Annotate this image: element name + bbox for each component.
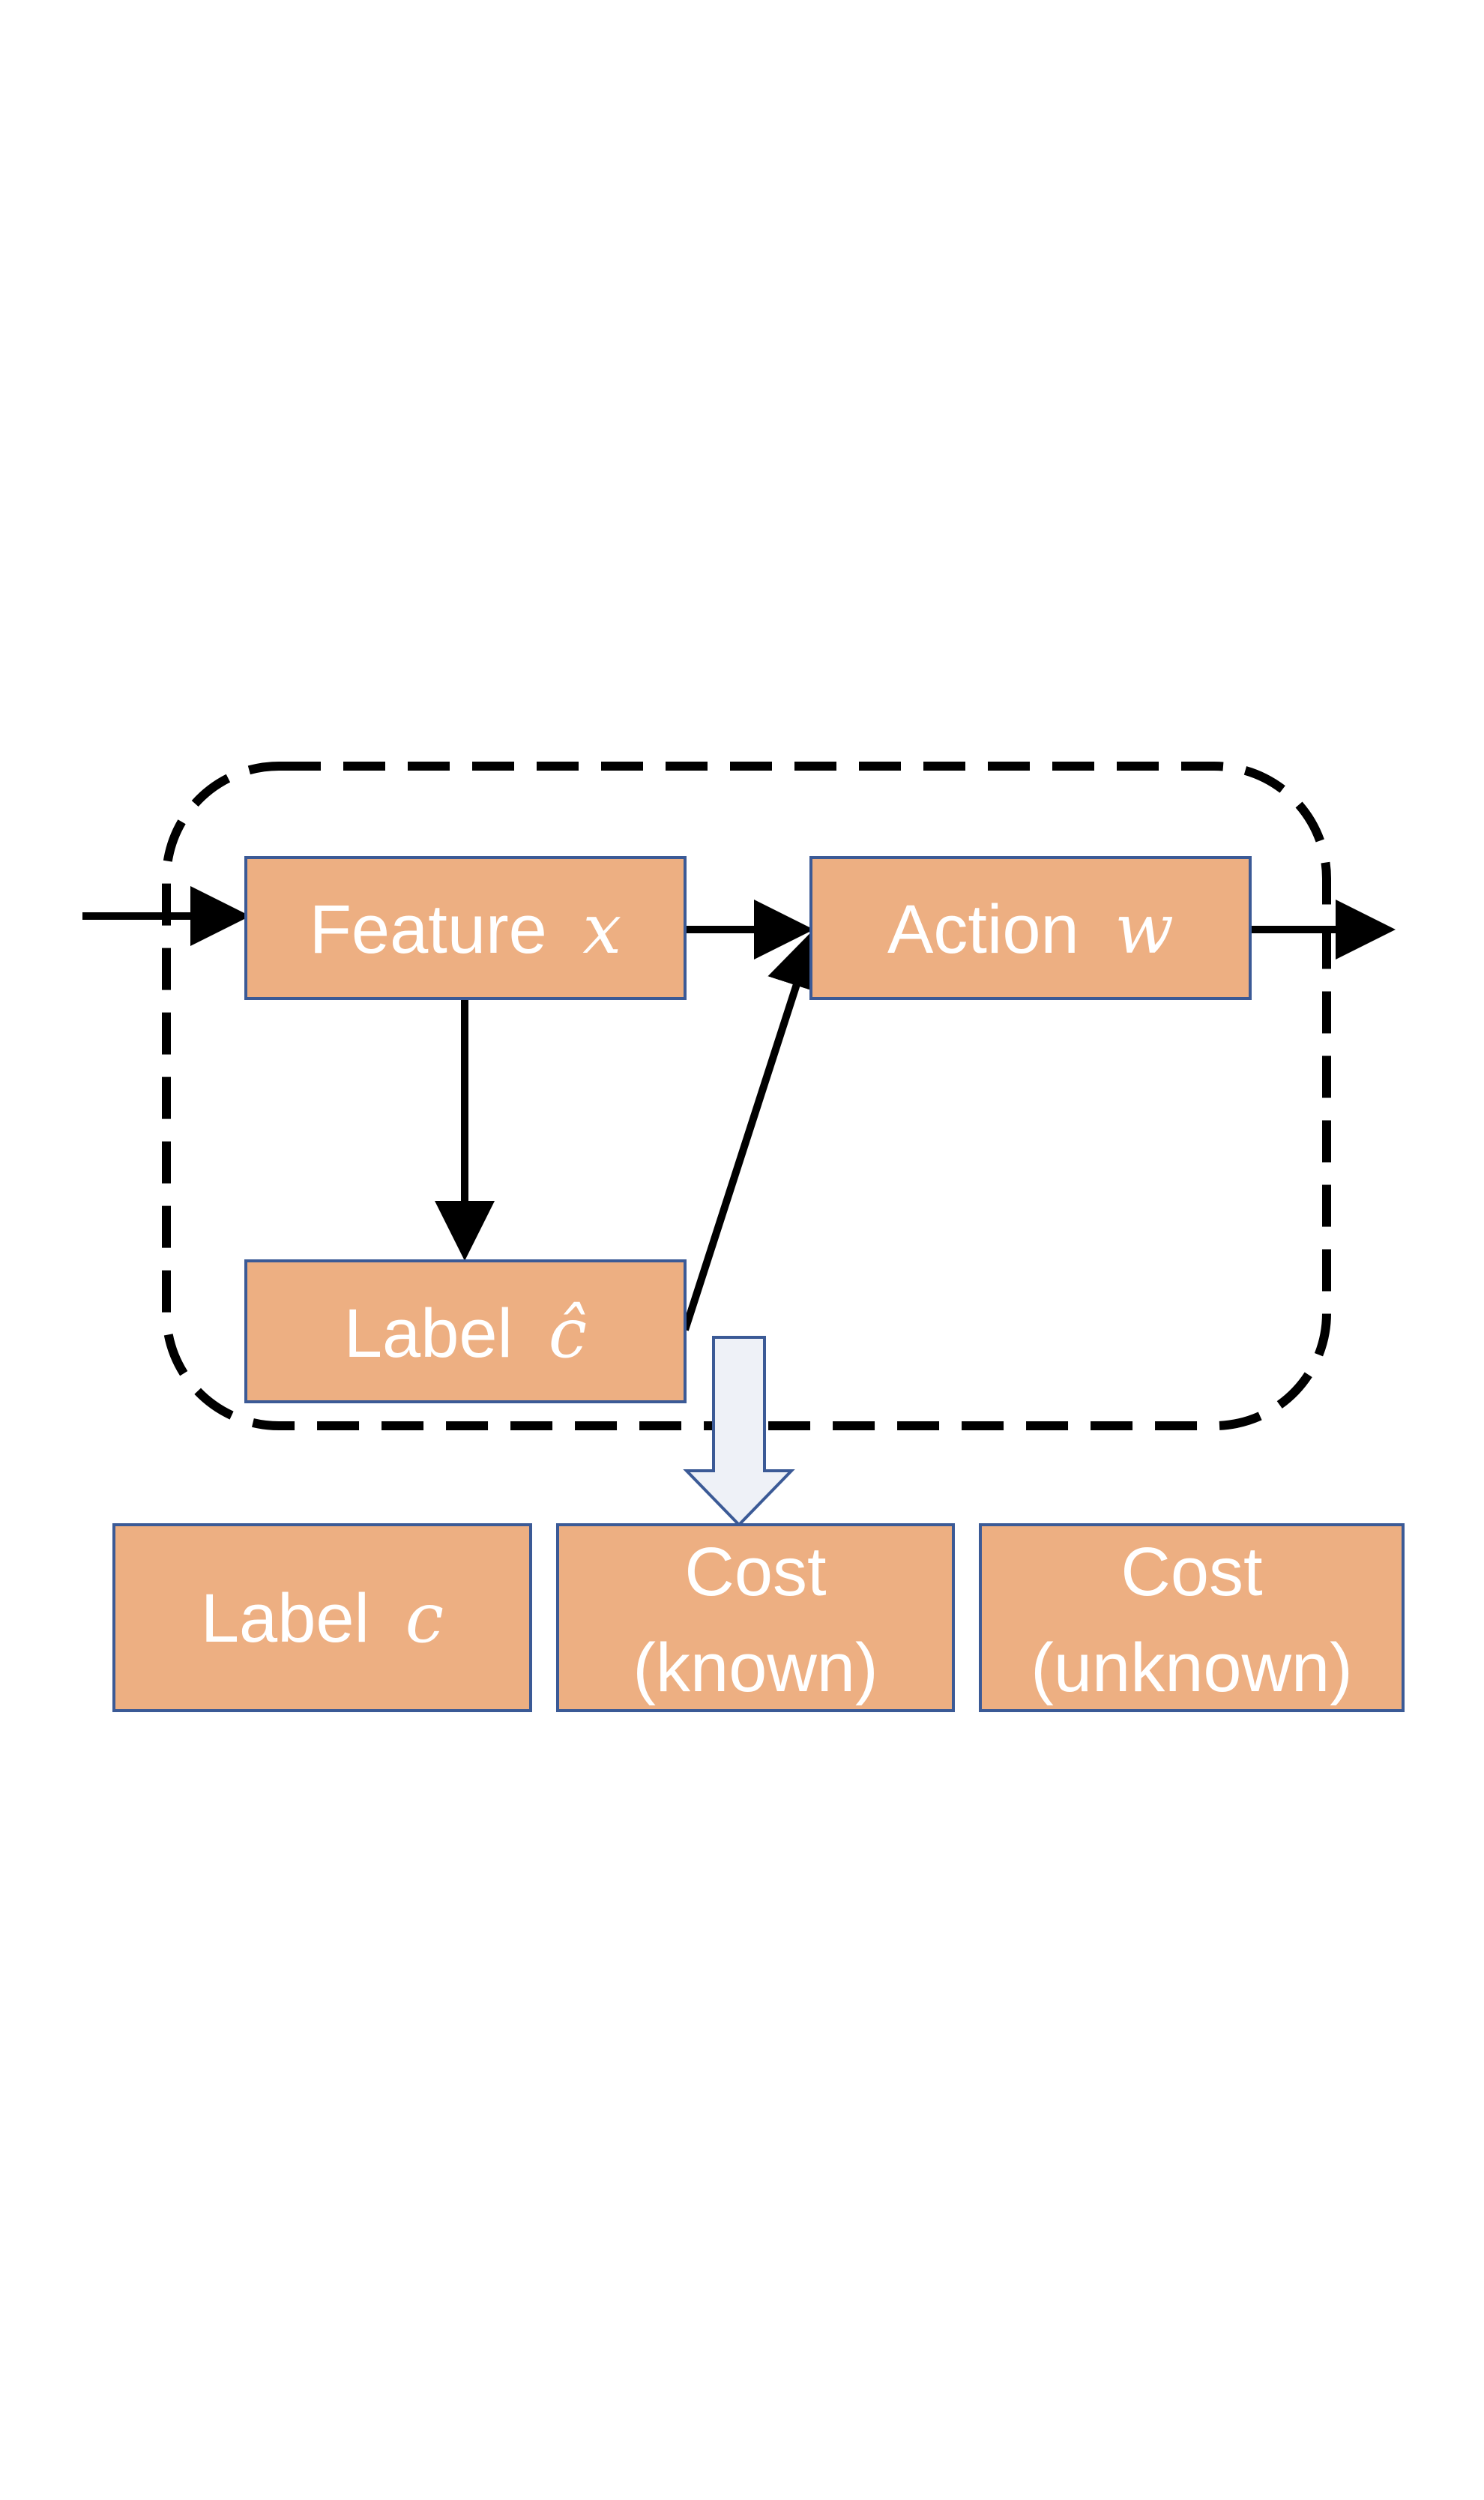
action-label: Action: [887, 891, 1079, 968]
cost-unknown-line2: (unknown): [1031, 1630, 1353, 1706]
true-label-text: Label: [201, 1580, 370, 1657]
cost-unknown-node: Cost (unknown): [979, 1523, 1405, 1712]
action-variable: w: [1114, 889, 1174, 969]
true-label-box: [112, 1523, 532, 1712]
cost-unknown-line1: Cost: [1120, 1534, 1262, 1610]
predicted-label-box: [244, 1259, 687, 1403]
true-label-node: Label c: [112, 1523, 532, 1712]
action-node: Action w: [809, 856, 1252, 1000]
feature-variable: x: [582, 889, 621, 969]
svg-text:Label c: Label c: [201, 1578, 444, 1658]
cost-unknown-box: [979, 1523, 1405, 1712]
svg-text:Action w: Action w: [887, 889, 1174, 969]
predicted-label-text: Label: [344, 1295, 513, 1372]
label-to-action-arrow: [681, 928, 825, 1331]
cost-known-line1: Cost: [684, 1534, 826, 1610]
cost-known-node: Cost (known): [556, 1523, 955, 1712]
cost-known-line2: (known): [633, 1630, 878, 1706]
feature-label: Feature: [310, 891, 547, 968]
feature-node: Feature x: [244, 856, 687, 1000]
cost-known-box: [556, 1523, 955, 1712]
pipeline-dashed-boundary: [162, 762, 1331, 1430]
hollow-down-arrow: [683, 1336, 795, 1527]
action-box: [809, 856, 1252, 1000]
feature-box: [244, 856, 687, 1000]
svg-text:Feature x: Feature x: [310, 889, 622, 969]
predicted-label-node: Label ĉ: [244, 1259, 687, 1403]
predicted-label-variable: ĉ: [549, 1293, 588, 1373]
svg-text:Label ĉ: Label ĉ: [344, 1293, 587, 1373]
true-label-variable: c: [405, 1578, 444, 1658]
